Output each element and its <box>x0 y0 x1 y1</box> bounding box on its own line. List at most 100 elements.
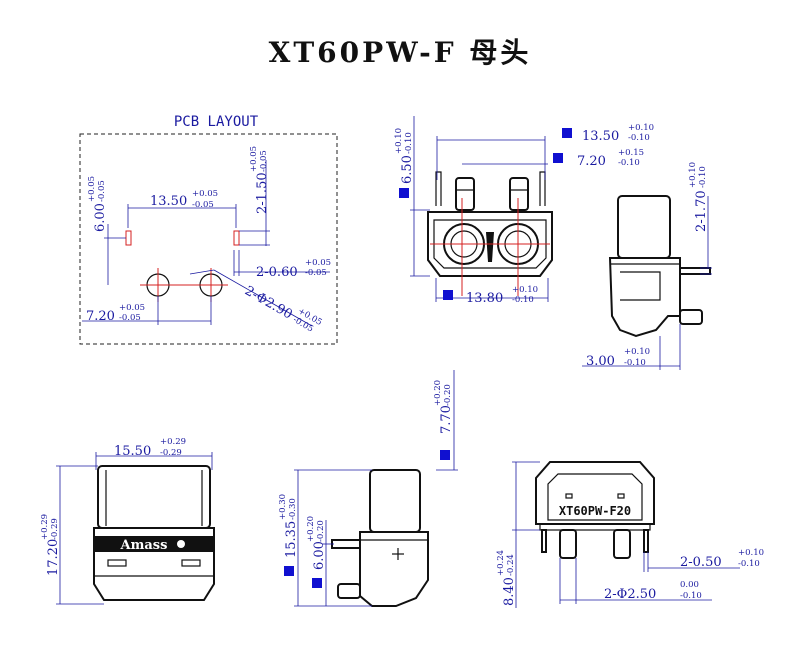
pcb-dim-6-00-upper: +0.05 <box>87 176 97 202</box>
bm-pin-lower <box>337 583 361 599</box>
br-dim-2-0-50-lower: -0.10 <box>738 559 760 569</box>
front-dim-13-80-upper: +0.10 <box>512 285 538 295</box>
br-pin-right <box>643 529 649 553</box>
pcb-dim-2-0-60-lower: -0.05 <box>305 268 327 278</box>
mid-dim-7-70-value: 7.70 <box>439 405 454 434</box>
bl-slot-left <box>107 559 127 567</box>
bottom-left-view: Amass 15.50 +0.29 -0.29 17.20 +0.29 -0.2… <box>40 437 215 605</box>
bl-slot-right <box>181 559 201 567</box>
br-base <box>539 523 651 531</box>
front-dim-13-50-value: 13.50 <box>582 129 619 144</box>
pcb-dim-2-0-60-value: 2-0.60 <box>256 265 298 280</box>
bm-dim-6-00-value: 6.00 <box>312 541 327 570</box>
br-model-text: XT60PW-F20 <box>559 504 631 518</box>
pcb-dim-7-20-lower: -0.05 <box>119 313 141 323</box>
bm-dim-6-00-upper: +0.20 <box>306 516 316 542</box>
front-dim-13-50-marker <box>562 128 572 138</box>
side-dim-3-00-upper: +0.10 <box>624 347 650 357</box>
bm-lower-body <box>359 531 429 607</box>
pcb-dim-phi-value: 2-Φ2.90 <box>242 283 295 322</box>
pcb-dim-13-50-value: 13.50 <box>150 194 187 209</box>
bl-dim-15-50-lower: -0.29 <box>160 448 182 458</box>
front-pin-left <box>435 171 442 206</box>
br-terminal-right <box>613 529 631 559</box>
front-dim-13-80-marker <box>443 290 453 300</box>
br-latch-right <box>617 493 625 499</box>
pcb-dim-6-00-lower: -0.05 <box>97 180 107 202</box>
side-dim-2-1-70-upper: +0.10 <box>688 162 698 188</box>
pcb-dim-7-20-value: 7.20 <box>86 309 115 324</box>
front-dim-7-20-marker <box>553 153 563 163</box>
front-dim-6-50-value: 6.50 <box>400 155 415 184</box>
br-dim-phi-upper: 0.00 <box>680 580 699 590</box>
pcb-dim-2-0-60-upper: +0.05 <box>305 258 331 268</box>
bm-dim-15-35-value: 15.35 <box>284 521 299 558</box>
side-upper-body <box>617 195 671 259</box>
bottom-mid-view: 15.35 +0.30 -0.30 6.00 +0.20 -0.20 <box>278 469 429 607</box>
side-pin-upper <box>679 267 711 275</box>
front-dim-7-20-lower: -0.10 <box>618 158 640 168</box>
bl-dim-17-20-lower: -0.29 <box>50 518 60 540</box>
pcb-dim-2-1-50-lower: -0.05 <box>259 150 269 172</box>
bm-dim-6-00-marker <box>312 578 322 588</box>
bl-brand-band <box>94 536 214 552</box>
bl-dim-15-50-upper: +0.29 <box>160 437 186 447</box>
side-lower-body <box>608 257 681 338</box>
front-dim-6-50-upper: +0.10 <box>394 128 404 154</box>
side-dim-2-1-70-lower: -0.10 <box>698 166 708 188</box>
pcb-dim-6-00-value: 6.00 <box>93 203 108 232</box>
side-lower-detail <box>620 271 661 301</box>
bm-dim-15-35-marker <box>284 566 294 576</box>
front-terminal-left <box>455 177 475 211</box>
pcb-layout-frame <box>79 133 338 345</box>
front-dim-7-20-upper: +0.15 <box>618 148 644 158</box>
br-dim-phi-lower: -0.10 <box>680 591 702 601</box>
br-dim-8-40-value: 8.40 <box>502 577 517 606</box>
br-housing-inner <box>547 473 643 521</box>
side-pin-lower <box>679 309 703 325</box>
bottom-right-view: XT60PW-F20 8.40 +0.24 -0.24 2-0.50 +0.10… <box>496 461 764 608</box>
br-latch-left <box>565 493 573 499</box>
br-pin-left <box>541 529 547 553</box>
pcb-dim-13-50-lower: -0.05 <box>192 200 214 210</box>
bl-brand-text: Amass <box>120 538 168 553</box>
br-dim-2-0-50-upper: +0.10 <box>738 548 764 558</box>
br-terminal-left <box>559 529 577 559</box>
pcb-layout-view: PCB LAYOUT 13.50 +0.05 -0.05 6.00 +0.05 … <box>79 114 338 345</box>
pcb-dim-7-20-upper: +0.05 <box>119 303 145 313</box>
br-housing <box>535 461 655 525</box>
front-dim-6-50-marker <box>399 188 409 198</box>
side-view: 2-1.70 +0.10 -0.10 3.00 +0.10 -0.10 <box>582 162 712 370</box>
side-dim-3-00-value: 3.00 <box>586 354 615 369</box>
front-terminal-right <box>509 177 529 211</box>
bm-dim-15-35-lower: -0.30 <box>288 498 298 520</box>
side-dim-3-00-lower: -0.10 <box>624 358 646 368</box>
bm-dim-6-00-lower: -0.20 <box>316 520 326 542</box>
front-housing-inner <box>433 219 547 269</box>
pcb-slot-left <box>125 230 132 246</box>
bl-dim-17-20-upper: +0.29 <box>40 514 50 540</box>
front-dim-13-50-lower: -0.10 <box>628 133 650 143</box>
br-dim-8-40-upper: +0.24 <box>496 550 506 576</box>
br-dim-phi-value: 2-Φ2.50 <box>604 587 656 602</box>
front-dim-13-50-upper: +0.10 <box>628 123 654 133</box>
front-dim-13-80-value: 13.80 <box>466 291 503 306</box>
pcb-dim-2-1-50-upper: +0.05 <box>249 146 259 172</box>
drawing-title: XT60PW-F 母头 <box>269 36 532 69</box>
front-view: 13.50 +0.10 -0.10 7.20 +0.15 -0.10 6.50 … <box>394 116 654 306</box>
mid-dim-group: 7.70 +0.20 -0.20 <box>433 370 458 471</box>
br-dim-2-0-50-value: 2-0.50 <box>680 555 722 570</box>
front-dim-6-50-lower: -0.10 <box>404 132 414 154</box>
bl-dim-15-50-value: 15.50 <box>114 444 151 459</box>
mid-dim-7-70-marker <box>440 450 450 460</box>
bm-dim-15-35-upper: +0.30 <box>278 494 288 520</box>
front-dim-13-80-lower: -0.10 <box>512 295 534 305</box>
side-dim-2-1-70-value: 2-1.70 <box>694 190 709 232</box>
pcb-dim-13-50-upper: +0.05 <box>192 189 218 199</box>
bm-upper-body <box>369 469 421 533</box>
pcb-dim-phi-leader-a <box>189 269 215 275</box>
pcb-dim-2-1-50-value: 2-1.50 <box>255 172 270 214</box>
front-dim-7-20-value: 7.20 <box>577 154 606 169</box>
bl-registered-mark <box>177 540 185 548</box>
